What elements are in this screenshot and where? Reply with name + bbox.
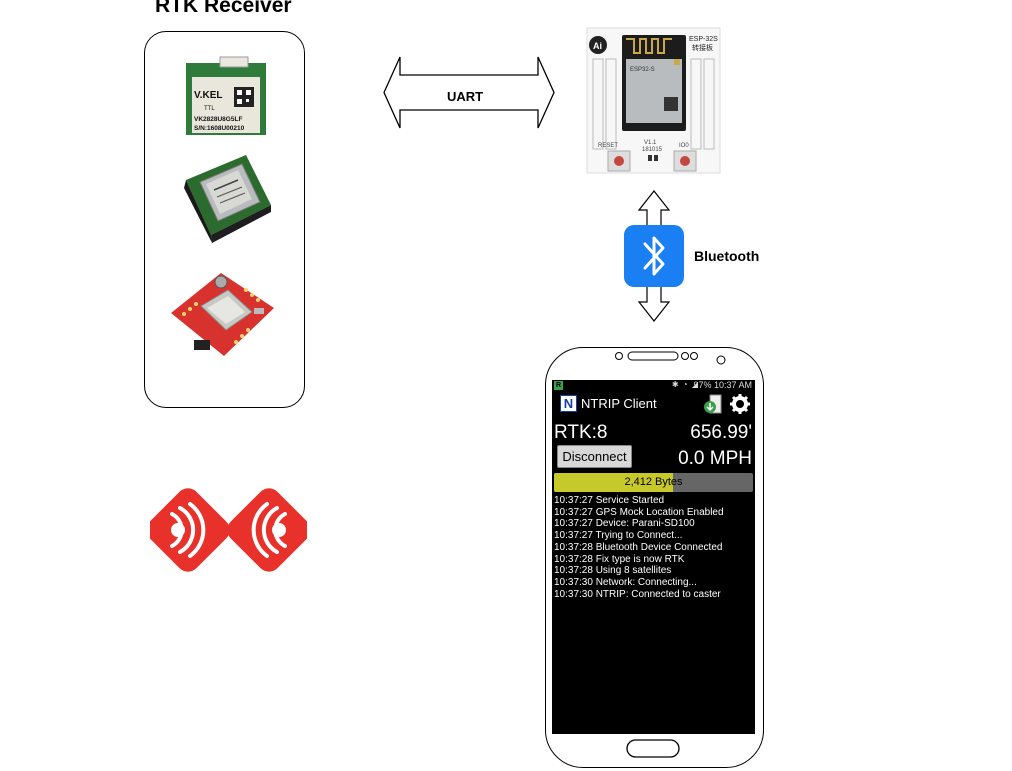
vkel-serial: S/N:1608U00210 xyxy=(194,125,245,132)
status-icons: ✱ ◔ ◢ xyxy=(671,380,699,389)
log-entry: 10:37:28 Using 8 satellites xyxy=(554,565,672,577)
progress-fill xyxy=(554,473,674,492)
svg-text:Ai: Ai xyxy=(593,41,602,51)
download-icon[interactable] xyxy=(702,393,724,415)
app-logo: N xyxy=(560,395,577,412)
rtk-satellites: RTK:8 xyxy=(554,422,608,443)
vkel-brand: V.KEL xyxy=(194,90,223,101)
espressif-logo xyxy=(150,488,307,572)
reset-label: RESET xyxy=(598,143,618,149)
log-entry: 10:37:27 Trying to Connect... xyxy=(554,530,683,542)
io0-label: IO0 xyxy=(679,143,689,149)
settings-gear-icon[interactable] xyxy=(729,393,751,415)
uart-label: UART xyxy=(447,89,484,104)
version-label: V1.1 xyxy=(644,140,657,146)
log-entry: 10:37:27 Device: Parani-SD100 xyxy=(554,518,695,530)
esp-board-label: ESP-32S xyxy=(689,36,718,43)
disconnect-button[interactable]: Disconnect xyxy=(557,445,632,468)
status-bar: R ✱ ◔ ◢ 97% 10:37 AM xyxy=(552,380,755,391)
vkel-ttl: TTL xyxy=(204,106,215,112)
log-entry: 10:37:28 Fix type is now RTK xyxy=(554,553,685,565)
app-title: NTRIP Client xyxy=(581,396,657,411)
esp32-board: Ai ESP32-S ESP-32S 转接板 RESET IO0 V1.1 18… xyxy=(586,27,721,174)
skytraq-gps-module xyxy=(184,155,271,243)
log-entry: 10:37:30 NTRIP: Connected to caster xyxy=(554,588,721,600)
phone-top-sensors xyxy=(615,351,726,365)
log-entry: 10:37:27 Service Started xyxy=(554,495,665,506)
log-entry: 10:37:27 GPS Mock Location Enabled xyxy=(554,506,724,518)
log-entry: 10:37:28 Bluetooth Device Connected xyxy=(554,541,723,553)
esp-board-sublabel: 转接板 xyxy=(692,43,713,52)
phone-screen: R ✱ ◔ ◢ 97% 10:37 AM N NTRIP Client RTK:… xyxy=(552,380,755,734)
vkel-gps-module: V.KEL TTL VK2828U8G5LF S/N:1608U00210 xyxy=(186,56,266,135)
notification-icon: R xyxy=(554,381,563,390)
sparkfun-gps-module xyxy=(171,273,274,356)
rtk-receiver-box xyxy=(144,31,305,408)
log-entry: 10:37:30 Network: Connecting... xyxy=(554,576,697,588)
altitude-value: 656.99' xyxy=(690,422,752,443)
date-label: 181015 xyxy=(642,147,663,153)
rtk-receiver-title: RTK Receiver xyxy=(155,0,292,17)
status-time: 97% 10:37 AM xyxy=(693,380,752,390)
bluetooth-label: Bluetooth xyxy=(694,248,760,264)
home-button[interactable] xyxy=(626,739,682,759)
svg-text:ESP32-S: ESP32-S xyxy=(630,67,655,73)
speed-value: 0.0 MPH xyxy=(678,448,752,469)
vkel-model: VK2828U8G5LF xyxy=(194,116,242,123)
progress-label: 2,412 Bytes xyxy=(624,476,683,488)
uart-arrow xyxy=(383,56,555,129)
app-bar: N NTRIP Client xyxy=(552,392,755,416)
bytes-progress-bar: 2,412 Bytes xyxy=(554,473,753,492)
bluetooth-icon xyxy=(624,225,684,287)
